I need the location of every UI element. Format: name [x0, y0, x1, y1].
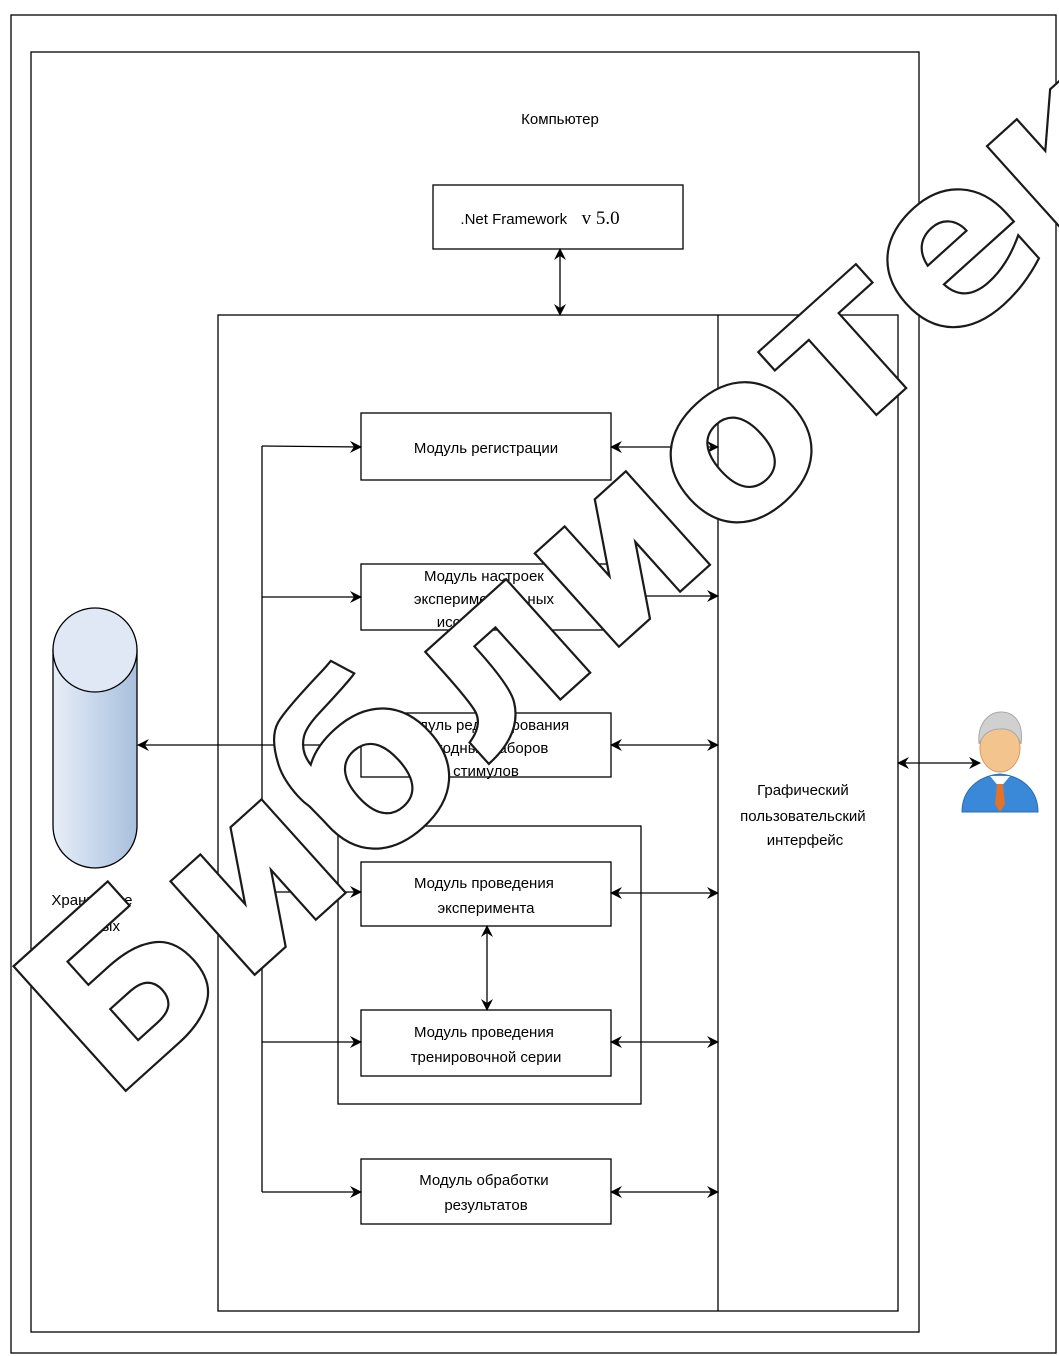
arrow-bus-registration — [261, 440, 362, 453]
editing-module-box — [360, 712, 612, 778]
training-module-box — [360, 1009, 612, 1077]
storage-label: Хранилище данных — [51, 892, 136, 935]
training-module-label: Модуль проведения тренировочной серии — [411, 1024, 562, 1066]
net-framework-box — [432, 184, 684, 250]
experiment-group-frame — [337, 825, 642, 1105]
editing-module-label: Модуль редактирования исходных наборов с… — [399, 717, 574, 780]
net-framework-name: .Net Framework — [460, 211, 567, 228]
computer-label: Компьютер — [521, 111, 599, 128]
user-icon — [961, 711, 1039, 813]
storage-cylinder-icon — [52, 607, 138, 869]
user-collar — [990, 776, 1010, 788]
gui-label: Графический пользовательский интерфейс — [740, 782, 870, 849]
page-border — [10, 14, 1057, 1354]
net-framework-version: v 5.0 — [582, 208, 620, 229]
settings-module-label: Модуль настроек экспериментальных исслед… — [414, 568, 558, 631]
user-hair — [978, 711, 1023, 745]
processing-module-box — [360, 1158, 612, 1225]
net-framework-label: .Net Framework v 5.0 — [460, 208, 619, 229]
registration-module-label: Модуль регистрации — [414, 440, 558, 457]
experiment-module-label: Модуль проведения эксперимента — [414, 875, 558, 917]
user-tie — [995, 784, 1005, 812]
computer-frame — [30, 51, 920, 1333]
processing-module-label: Модуль обработки результатов — [419, 1172, 553, 1214]
watermark: Библиотека БГУИР — [0, 0, 1059, 1147]
